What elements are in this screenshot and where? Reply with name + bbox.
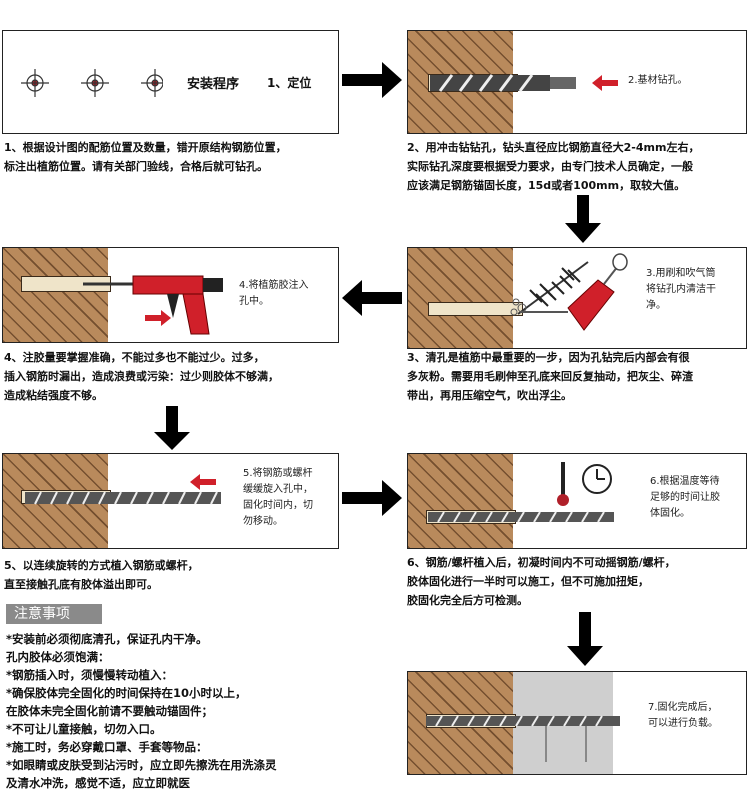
crosshair-icon <box>141 69 163 97</box>
arrow-down-icon <box>563 195 603 245</box>
push-arrow-icon <box>590 73 620 93</box>
step5-desc-line: 5、以连续旋转的方式植入钢筋或螺杆， <box>4 556 199 575</box>
step3-desc-line: 多灰粉。需要用毛刷伸至孔底来回反复抽动，把灰尘、碎渣 <box>407 367 693 386</box>
step4-panel: 4.将植筋胶注入 孔中。 <box>2 247 339 343</box>
step5-description: 5、以连续旋转的方式植入钢筋或螺杆， 直至接触孔底有胶体溢出即可。 <box>4 556 199 594</box>
air-blower-icon <box>518 250 628 349</box>
notes-title: 注意事项 <box>6 604 102 624</box>
notes-line: *安装前必须彻底清孔，保证孔内干净。 <box>6 630 208 648</box>
step4-desc-line: 4、注胶量要掌握准确，不能过多也不能过少。过多， <box>4 348 279 367</box>
inject-arrow-icon <box>143 308 173 328</box>
step6-label-line: 6.根据温度等待 <box>650 474 720 490</box>
step2-description: 2、用冲击钻钻孔，钻头直径应比钢筋直径大2-4mm左右， 实际钻孔深度要根据受力… <box>407 138 699 195</box>
arrow-down-icon <box>565 612 605 668</box>
step6-desc-line: 胶体固化进行一半时可以施工，但不可施加扭矩， <box>407 572 676 591</box>
notes-line: *如眼睛或皮肤受到沾污时，应立即先擦洗在用洗涤灵 <box>6 756 277 774</box>
step4-description: 4、注胶量要掌握准确，不能过多也不能过少。过多， 插入钢筋时漏出，造成浪费或污染… <box>4 348 279 405</box>
anchored-rod-icon <box>426 682 626 762</box>
notes-line: 孔内胶体必须饱满： <box>6 648 110 666</box>
step6-label-line: 足够的时间让胶 <box>650 490 720 506</box>
step4-desc-line: 插入钢筋时漏出，造成浪费或污染：过少则胶体不够满， <box>4 367 279 386</box>
installation-procedure-title: 安装程序 <box>187 73 239 92</box>
step4-label-line: 4.将植筋胶注入 <box>239 278 309 294</box>
step3-desc-line: 带出，再用压缩空气，吹出浮尘。 <box>407 386 693 405</box>
step1-panel: 安装程序 1、定位 <box>2 30 339 134</box>
step2-panel: 2.基材钻孔。 <box>407 30 747 134</box>
clock-icon <box>580 462 614 496</box>
step5-label-line: 5.将钢筋或螺杆 <box>243 466 313 482</box>
concrete-wall <box>408 248 513 348</box>
step3-label-line: 将钻孔内清洁干 <box>646 282 716 298</box>
step1-description: 1、根据设计图的配筋位置及数量，错开原结构钢筋位置， 标注出植筋位置。请有关部门… <box>4 138 287 176</box>
step5-desc-line: 直至接触孔底有胶体溢出即可。 <box>4 575 199 594</box>
step5-label-line: 勿移动。 <box>243 514 313 530</box>
position-target-icons <box>3 31 163 134</box>
step6-description: 6、钢筋/螺杆植入后，初凝时间内不可动摇钢筋/螺杆， 胶体固化进行一半时可以施工… <box>407 553 676 610</box>
insert-arrow-icon <box>188 472 218 492</box>
notes-line: 在胶体未完全固化前请不要触动锚固件； <box>6 702 213 720</box>
crosshair-icon <box>21 69 49 97</box>
step3-panel: 3.用刷和吹气筒 将钻孔内清洁干 净。 <box>407 247 747 349</box>
concrete-wall <box>408 454 513 548</box>
notes-line: 及清水冲洗，感觉不适，应立即就医 <box>6 774 190 792</box>
arrow-down-icon <box>152 406 192 452</box>
step5-label: 5.将钢筋或螺杆 缓缓旋入孔中， 固化时间内，切 勿移动。 <box>243 466 313 530</box>
notes-line: *不可让儿童接触，切勿入口。 <box>6 720 162 738</box>
step3-label-line: 净。 <box>646 298 716 314</box>
step7-label-line: 7.固化完成后， <box>648 700 718 716</box>
step3-description: 3、清孔是植筋中最重要的一步，因为孔钻完后内部会有很 多灰粉。需要用毛刷伸至孔底… <box>407 348 693 405</box>
step1-desc-line: 标注出植筋位置。请有关部门验线，合格后就可钻孔。 <box>4 157 287 176</box>
step1-desc-line: 1、根据设计图的配筋位置及数量，错开原结构钢筋位置， <box>4 138 287 157</box>
step2-desc-line: 应该满足钢筋锚固长度，15d或者100mm，取较大值。 <box>407 176 699 195</box>
notes-line: *施工时，务必穿戴口罩、手套等物品： <box>6 738 208 756</box>
step2-desc-line: 2、用冲击钻钻孔，钻头直径应比钢筋直径大2-4mm左右， <box>407 138 699 157</box>
step6-panel: 6.根据温度等待 足够的时间让胶 体固化。 <box>407 453 747 549</box>
notes-line: *确保胶体完全固化的时间保持在10小时以上， <box>6 684 247 702</box>
step6-desc-line: 胶固化完全后方可检测。 <box>407 591 676 610</box>
step6-desc-line: 6、钢筋/螺杆植入后，初凝时间内不可动摇钢筋/螺杆， <box>407 553 676 572</box>
step4-label: 4.将植筋胶注入 孔中。 <box>239 278 309 310</box>
step6-label: 6.根据温度等待 足够的时间让胶 体固化。 <box>650 474 720 522</box>
step3-label: 3.用刷和吹气筒 将钻孔内清洁干 净。 <box>646 266 716 314</box>
notes-line: *钢筋插入时，须慢慢转动植入： <box>6 666 173 684</box>
step5-label-line: 固化时间内，切 <box>243 498 313 514</box>
arrow-right-icon <box>342 478 404 518</box>
step2-label: 2.基材钻孔。 <box>628 73 688 89</box>
step3-label-line: 3.用刷和吹气筒 <box>646 266 716 282</box>
glue-gun-icon <box>83 248 233 343</box>
step1-label: 1、定位 <box>267 74 311 91</box>
arrow-left-icon <box>342 278 404 318</box>
step5-label-line: 缓缓旋入孔中， <box>243 482 313 498</box>
step2-desc-line: 实际钻孔深度要根据受力要求，由专门技术人员确定，一般 <box>407 157 699 176</box>
thermometer-icon <box>553 460 573 510</box>
step4-label-line: 孔中。 <box>239 294 309 310</box>
step6-label-line: 体固化。 <box>650 506 720 522</box>
step3-desc-line: 3、清孔是植筋中最重要的一步，因为孔钻完后内部会有很 <box>407 348 693 367</box>
threaded-rod-icon <box>428 506 618 530</box>
step7-label-line: 可以进行负载。 <box>648 716 718 732</box>
crosshair-icon <box>81 69 109 97</box>
step7-panel: 7.固化完成后， 可以进行负载。 <box>407 671 747 775</box>
step4-desc-line: 造成粘结强度不够。 <box>4 386 279 405</box>
step7-label: 7.固化完成后， 可以进行负载。 <box>648 700 718 732</box>
arrow-right-icon <box>342 60 404 100</box>
drill-bit-icon <box>430 63 580 103</box>
step5-panel: 5.将钢筋或螺杆 缓缓旋入孔中， 固化时间内，切 勿移动。 <box>2 453 339 549</box>
